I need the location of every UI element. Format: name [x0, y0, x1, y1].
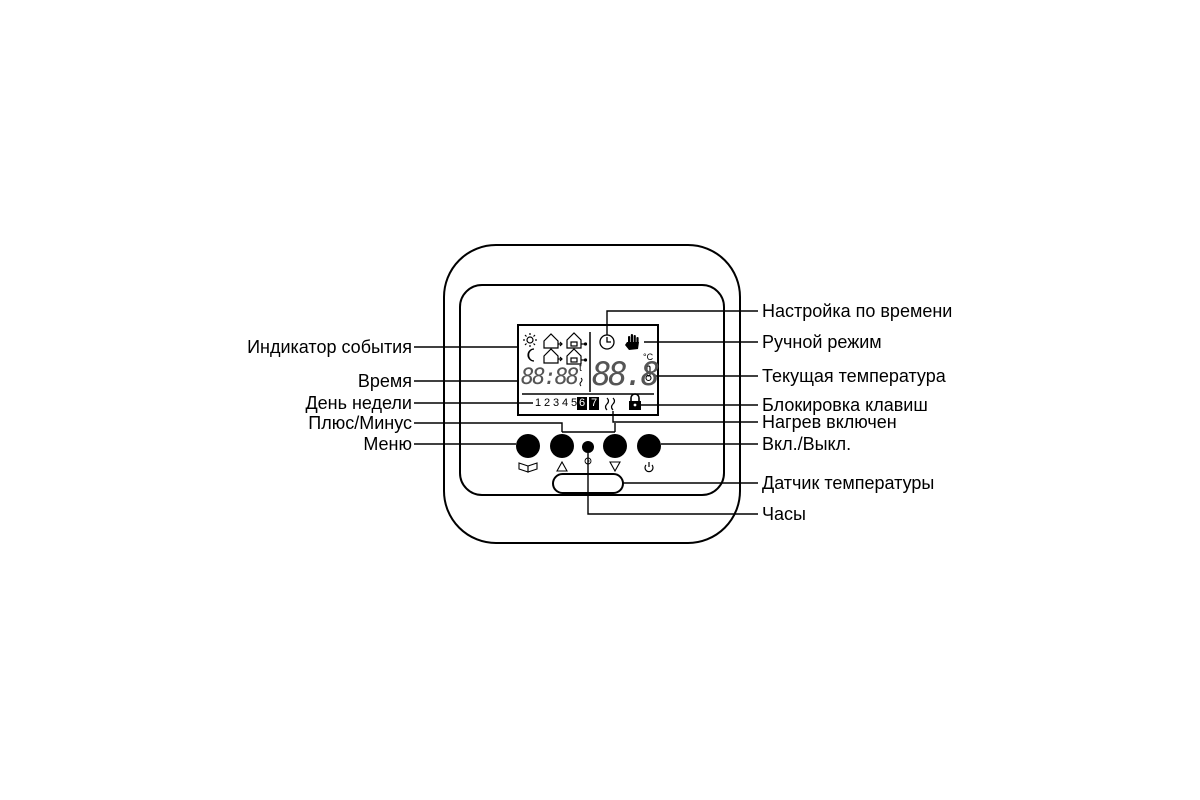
weekday-7: 7 [591, 397, 598, 409]
clock-icon [599, 334, 615, 350]
book-icon [518, 462, 538, 473]
lcd-temperature-digits: 88.8 [592, 355, 660, 393]
menu-button[interactable] [516, 434, 540, 458]
label-plus-minus: Плюс/Минус [308, 413, 412, 433]
label-weekday: День недели [305, 393, 412, 413]
minus-button[interactable] [603, 434, 627, 458]
label-current-temperature: Текущая температура [762, 366, 946, 386]
clock-button[interactable] [582, 441, 594, 453]
leader-lines-right [587, 310, 758, 515]
power-button[interactable] [637, 434, 661, 458]
sun-icon [523, 333, 537, 347]
label-on-off: Вкл./Выкл. [762, 434, 852, 454]
triangle-down-icon [609, 461, 621, 473]
thermostat-front-panel [459, 284, 725, 496]
weekday-1: 1 [535, 397, 542, 409]
lcd-time-digits: 88:88 [521, 365, 579, 390]
label-temperature-sensor: Датчик температуры [762, 473, 935, 493]
weekday-3: 3 [553, 397, 560, 409]
weekday-6: 6 [579, 397, 586, 409]
house-home-icon [566, 348, 588, 365]
weekday-5: 5 [571, 397, 578, 409]
lcd-screen [517, 324, 659, 416]
lock-icon [629, 393, 641, 410]
house-away-icon [543, 333, 563, 349]
label-time: Время [357, 371, 412, 391]
label-menu: Меню [363, 434, 412, 454]
small-heat-icon [579, 377, 583, 387]
house-home-icon [566, 332, 588, 349]
lcd-unit-celsius: °C [643, 352, 654, 362]
power-icon [644, 462, 654, 473]
moon-icon [527, 348, 535, 362]
house-away-icon [543, 348, 563, 364]
hand-icon [625, 334, 639, 350]
thermostat-housing [443, 244, 741, 544]
thermometer-icon [645, 365, 652, 382]
label-heating-on: Нагрев включен [762, 412, 897, 432]
label-key-lock: Блокировка клавиш [762, 395, 928, 415]
label-manual-mode: Ручной режим [762, 332, 882, 352]
heat-waves-icon [604, 397, 616, 411]
lcd-unit-t: t [579, 363, 582, 374]
label-event-indicator: Индикатор события [247, 337, 412, 357]
weekday-4: 4 [562, 397, 569, 409]
plus-button[interactable] [550, 434, 574, 458]
label-clock: Часы [762, 504, 806, 524]
day-7-highlight [589, 397, 599, 410]
label-time-setting: Настройка по времени [762, 301, 953, 321]
triangle-up-icon [556, 460, 568, 472]
weekday-2: 2 [544, 397, 551, 409]
day-6-highlight [577, 397, 587, 410]
leader-lines-left [414, 346, 616, 445]
